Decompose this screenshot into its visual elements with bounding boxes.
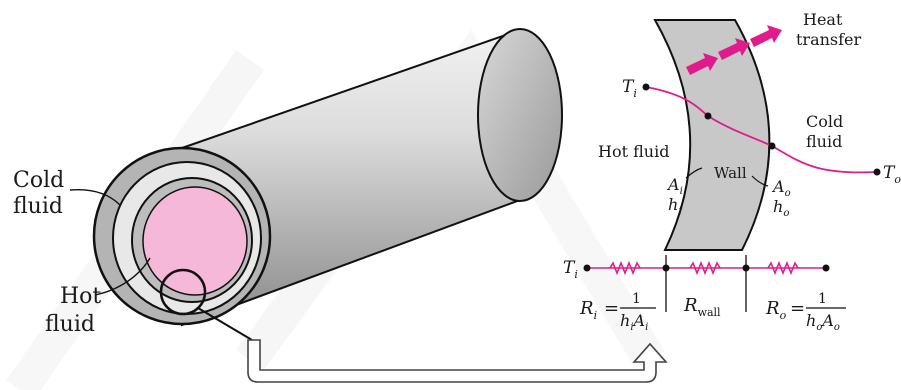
cold-fluid-right-line1: Cold <box>806 112 843 131</box>
circuit-Ti-label: Ti <box>563 258 578 281</box>
outer-surface-point <box>768 142 776 150</box>
detail-elbow-arrow <box>247 339 668 383</box>
Ai-leader <box>685 167 703 179</box>
svg-text:Ri: Ri <box>579 298 597 322</box>
To-label: To <box>883 163 901 186</box>
svg-text:1: 1 <box>632 291 641 307</box>
cold-fluid-label-line2: fluid <box>13 194 63 219</box>
cold-fluid-right-line2: fluid <box>806 132 842 151</box>
detail-magnifier-circle <box>159 268 207 316</box>
outer-tube <box>92 28 563 327</box>
resistor-Rwall <box>689 260 721 276</box>
Ro-equation: Ro = 1 hoAo <box>765 291 846 333</box>
heat-transfer-label-line2: transfer <box>796 30 862 49</box>
circuit-node-To <box>822 264 830 272</box>
hot-fluid-label-line1: Hot <box>60 284 101 309</box>
hot-fluid-leader-line <box>94 257 151 296</box>
svg-text:=: = <box>790 298 805 319</box>
thermal-resistance-circuit <box>583 255 830 312</box>
svg-text:=: = <box>604 298 619 319</box>
ho-label: ho <box>773 197 789 219</box>
svg-text:hiAi: hiAi <box>620 311 648 333</box>
heat-transfer-arrows <box>686 25 782 75</box>
Ao-label: Ao <box>771 177 791 199</box>
Ao-leader <box>751 175 769 187</box>
heat-arrow-3 <box>750 25 782 47</box>
resistor-Ro <box>767 260 799 276</box>
hot-fluid-label-line2: fluid <box>45 312 95 337</box>
hot-fluid-core <box>142 186 248 296</box>
heat-transfer-label-line1: Heat <box>803 10 843 29</box>
circuit-node-Ti <box>583 264 591 272</box>
circuit-node-1 <box>662 264 670 272</box>
cold-fluid-leader-line <box>69 188 121 206</box>
svg-text:hoAo: hoAo <box>806 311 840 333</box>
Ti-point <box>642 83 650 91</box>
circuit-node-2 <box>742 264 750 272</box>
detail-connector-line <box>197 307 253 341</box>
heat-arrow-2 <box>718 38 750 60</box>
resistor-Ri <box>609 260 641 276</box>
cold-fluid-label-line1: Cold <box>13 168 64 193</box>
heat-arrow-1 <box>686 53 718 75</box>
Ri-equation: Ri = 1 hiAi <box>579 291 656 333</box>
wall-section <box>653 19 771 251</box>
svg-text:Ro: Ro <box>765 298 787 322</box>
hi-label: hi <box>668 195 682 217</box>
Ti-label: Ti <box>622 77 637 100</box>
To-point <box>873 168 881 176</box>
inner-surface-point <box>704 112 712 120</box>
hot-fluid-right-label: Hot fluid <box>598 142 669 161</box>
far-end-cap <box>477 28 563 202</box>
Rwall-label: Rwall <box>683 295 721 319</box>
wall-label: Wall <box>714 164 747 182</box>
Ai-label: Ai <box>666 175 683 197</box>
svg-text:1: 1 <box>818 291 827 307</box>
temperature-profile-curve <box>645 86 878 174</box>
